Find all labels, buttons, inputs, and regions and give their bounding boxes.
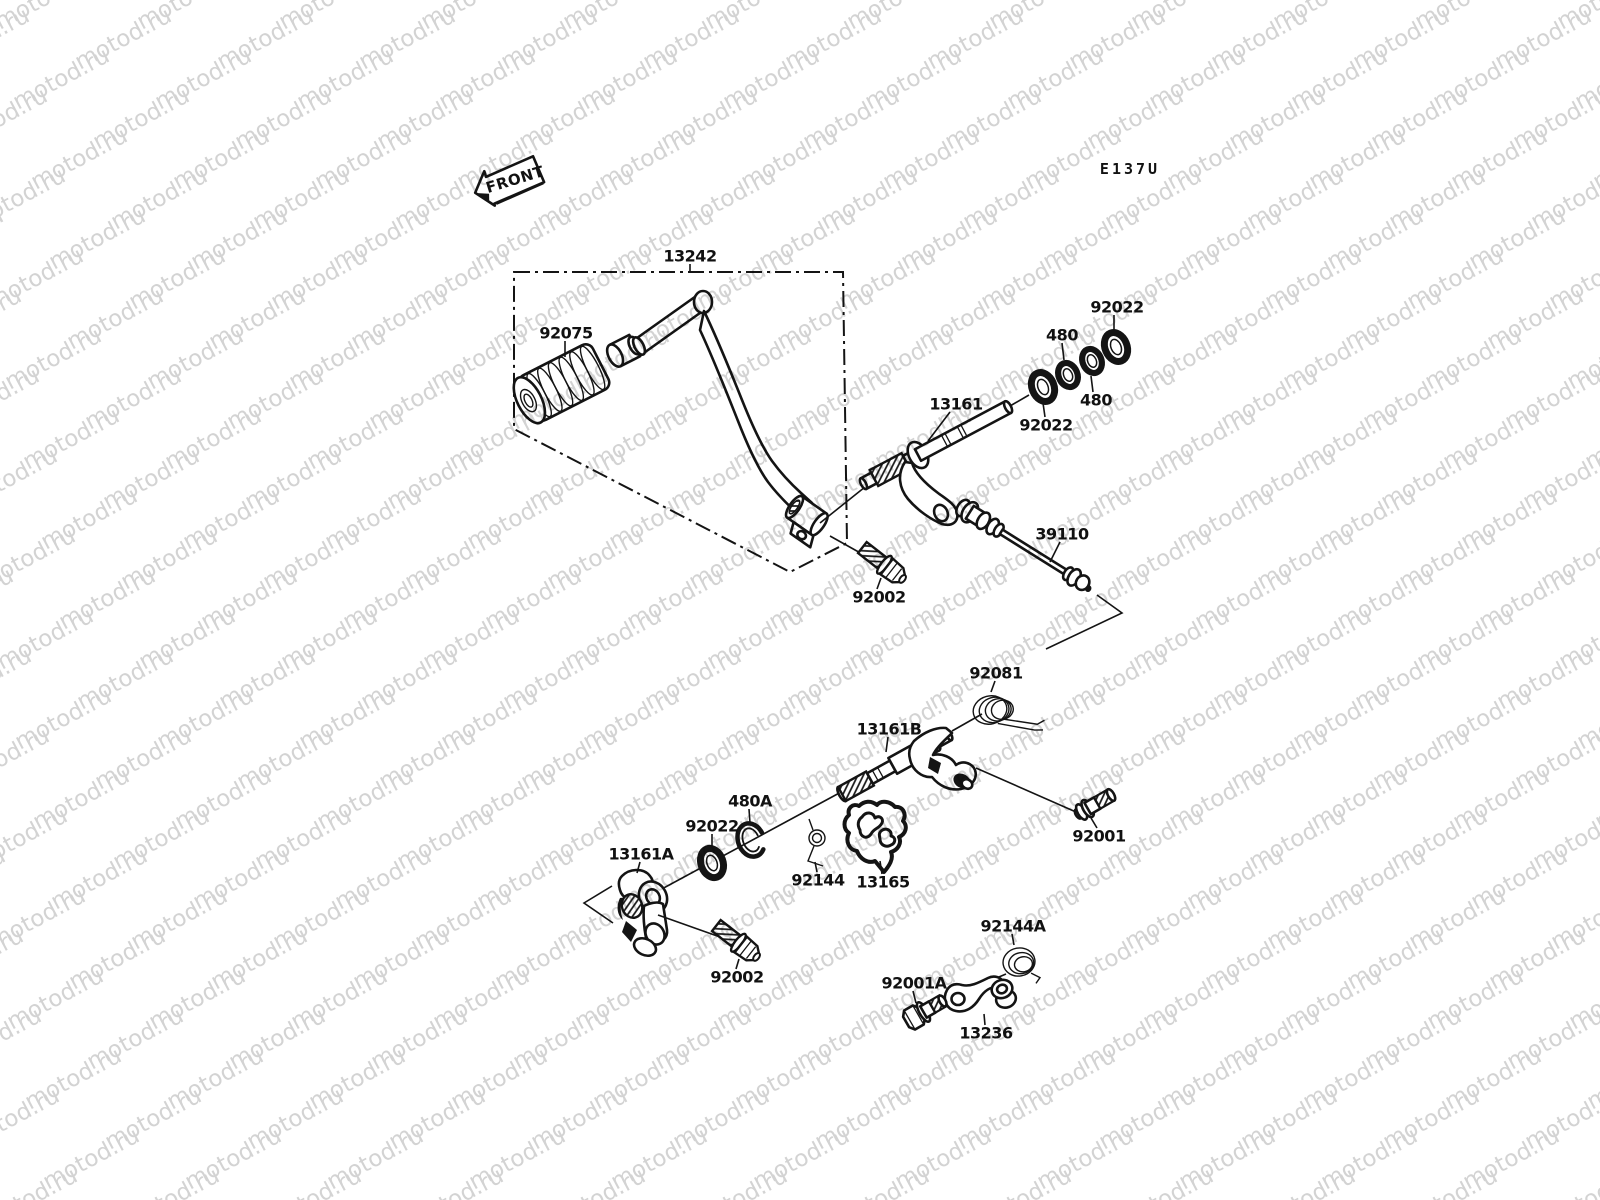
part-label-92075-1: 92075 [539, 324, 593, 343]
axis-chevron-mark [582, 885, 614, 924]
part-label-39110-7: 39110 [1035, 525, 1089, 544]
part-label-480A-11: 480A [728, 792, 773, 811]
shift-shaft-13161 [858, 399, 1014, 527]
spring-92144 [807, 818, 826, 867]
diagram-line-art [512, 271, 1135, 1031]
callout-leader-13161A [636, 861, 641, 874]
callout-leader-92002 [735, 958, 740, 970]
positioning-plate-13165 [842, 799, 908, 874]
part-label-92144-14: 92144 [791, 871, 845, 890]
torsion-spring-92081 [972, 695, 1045, 731]
assembly-axis-line [659, 790, 844, 891]
callout-leader-92001A [912, 990, 917, 1004]
spring-92144a [1002, 947, 1042, 984]
part-label-13165-15: 13165 [856, 873, 910, 892]
gear-shift-pedal-13242 [631, 289, 866, 556]
clamp-to-shaft-line [819, 486, 866, 524]
part-label-92002-8: 92002 [852, 588, 905, 607]
callout-leader-92144A [1011, 933, 1015, 946]
part-label-92081-9: 92081 [969, 664, 1023, 683]
part-label-13161-6: 13161 [929, 395, 983, 414]
shift-shaft-13161b [836, 713, 1077, 813]
callout-leader-92081 [990, 680, 996, 693]
part-label-92001A-19: 92001A [881, 974, 947, 993]
callout-leader-92002 [876, 577, 882, 590]
part-label-92022-12: 92022 [685, 817, 738, 836]
snap-ring-480a [735, 821, 766, 859]
arm-to-spring-line [951, 713, 983, 732]
callout-leader-480 [1090, 375, 1094, 393]
lever-to-bolt-line [657, 914, 721, 938]
gear-shift-lever-13161a [582, 868, 721, 958]
callout-leader-13165 [879, 860, 883, 875]
foot-peg-92075 [512, 343, 611, 425]
part-label-92022-2: 92022 [1090, 298, 1143, 317]
callout-leader-13161 [927, 411, 951, 442]
callout-leader-92001 [1090, 817, 1098, 829]
part-label-92144A-18: 92144A [980, 917, 1046, 936]
part-label-13242-0: 13242 [663, 247, 716, 266]
assembly-boundary-box [513, 271, 849, 574]
callout-leader-92144 [814, 861, 818, 873]
part-label-480-3: 480 [1046, 326, 1078, 345]
rod-end-leader-line [1045, 594, 1124, 650]
callout-leader-480A [748, 808, 751, 824]
tie-rod-39110 [955, 498, 1124, 650]
part-label-13161A-13: 13161A [608, 845, 674, 864]
callout-leader-13236 [983, 1013, 986, 1026]
washer-axis-line [1009, 394, 1030, 407]
arm-to-bolt-line [975, 767, 1077, 813]
callout-leader-92022 [1042, 402, 1046, 418]
front-direction-arrow: FRONT [473, 154, 547, 207]
part-label-92002-17: 92002 [710, 968, 763, 987]
bolt-92001 [1073, 787, 1117, 821]
bolt-92001a [901, 993, 948, 1031]
callout-leader-39110 [1049, 541, 1061, 563]
diagram-code: E137U [1100, 160, 1160, 178]
callout-leader-13161B [885, 736, 889, 753]
part-label-92001-16: 92001 [1072, 827, 1126, 846]
part-label-13236-20: 13236 [959, 1024, 1013, 1043]
front-arrow-shape [473, 154, 546, 207]
pedal-clamp [784, 494, 829, 549]
link-plate-13236 [943, 973, 1018, 1013]
callout-leader-480 [1061, 342, 1065, 361]
part-label-92022-5: 92022 [1019, 416, 1072, 435]
part-number-callouts: 13242 92075 92022 480 480 92022 13161 39110 9200… [539, 247, 1144, 1043]
part-label-480-4: 480 [1080, 391, 1112, 410]
part-label-13161B-10: 13161B [857, 720, 922, 739]
